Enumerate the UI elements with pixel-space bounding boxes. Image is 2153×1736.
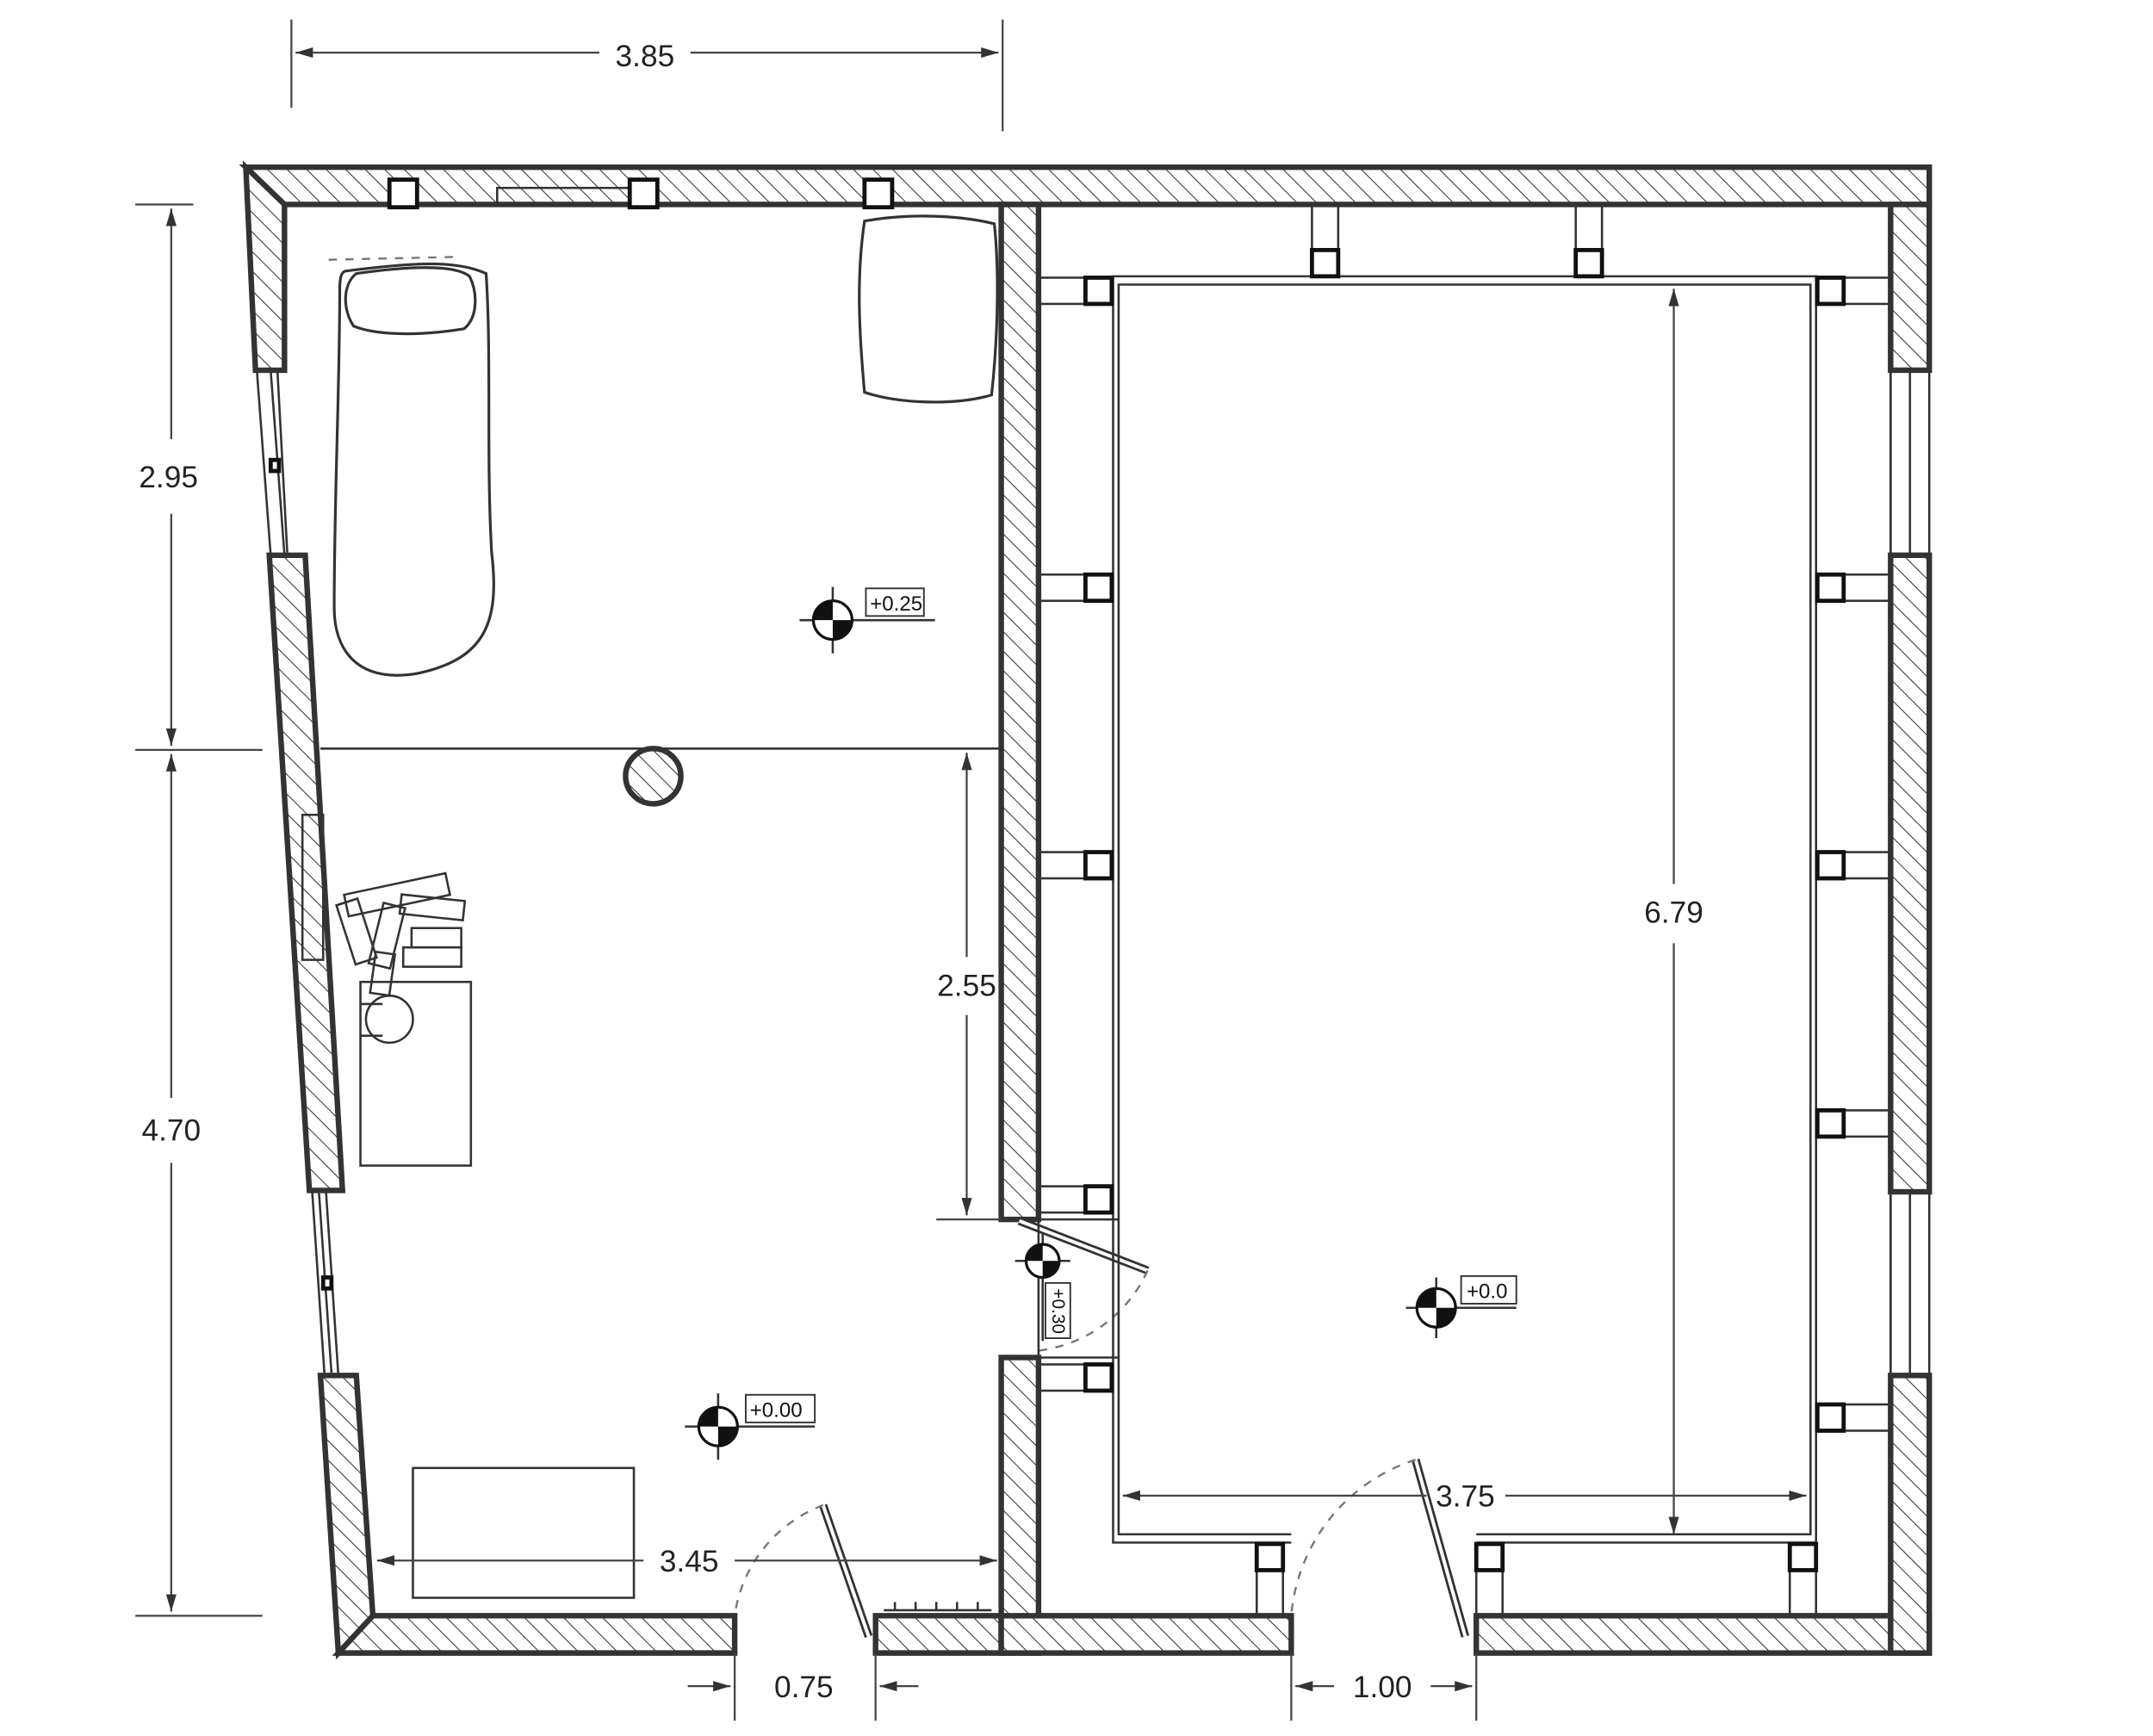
post <box>627 177 660 210</box>
level-right-text: +0.0 <box>1467 1280 1507 1304</box>
dim-inner-height-text: 2.55 <box>937 969 996 1002</box>
dim-right-height-text: 6.79 <box>1644 896 1703 929</box>
rug <box>412 1466 636 1599</box>
inner-frame-outer <box>1112 275 1818 1544</box>
door-right-swing <box>1290 1458 1417 1616</box>
level-marker-right: +0.0 <box>1405 1274 1517 1339</box>
wall-right-2 <box>1888 552 1933 1195</box>
dimension-door-right: 1.00 <box>1290 1652 1478 1721</box>
level-marker-passage: +0.30 <box>1014 1233 1071 1342</box>
wall-bottom-mid-1 <box>872 1613 1004 1656</box>
wall-bottom-mid-2 <box>998 1613 1294 1656</box>
sink <box>364 995 414 1045</box>
window-left-sash-2 <box>320 1275 334 1291</box>
wall-right-1 <box>1888 202 1933 374</box>
dimension-right-height: 6.79 <box>1644 288 1703 1534</box>
wall-right-3 <box>1888 1373 1933 1656</box>
board-stack <box>335 871 467 997</box>
dimension-top: 3.85 <box>290 19 1004 132</box>
dim-left-lower-text: 4.70 <box>142 1114 202 1148</box>
door-left-swing <box>733 1504 824 1616</box>
wall-left-3 <box>317 1373 376 1660</box>
door-passage-swing <box>1038 1269 1149 1352</box>
post <box>862 177 895 210</box>
dim-top-text: 3.85 <box>616 40 675 73</box>
level-lower-text: +0.00 <box>750 1398 803 1422</box>
wall-bottom-left <box>332 1613 738 1656</box>
beams <box>1037 203 1892 1617</box>
level-passage-text: +0.30 <box>1048 1288 1068 1334</box>
wall-niche <box>301 813 325 961</box>
dim-left-upper-text: 2.95 <box>139 461 198 494</box>
wall-middle-upper <box>998 202 1042 1223</box>
column <box>623 746 684 807</box>
level-upper-text: +0.25 <box>870 592 922 616</box>
pillow <box>344 266 477 336</box>
level-marker-lower: +0.00 <box>685 1393 816 1460</box>
level-marker-upper: +0.25 <box>799 586 935 654</box>
counter <box>359 981 473 1167</box>
radiator <box>884 1602 992 1612</box>
dimension-door-left: 0.75 <box>687 1652 919 1721</box>
dim-bottom-width-text: 3.45 <box>660 1545 719 1578</box>
armchair <box>858 214 999 404</box>
left-room <box>320 177 1002 1638</box>
wall-left-2 <box>266 552 346 1194</box>
wall-left-1 <box>242 160 288 374</box>
dimension-inner-height: 2.55 <box>936 753 1002 1221</box>
inner-frame-inner <box>1117 283 1812 1536</box>
window-left-sash-1 <box>268 457 282 474</box>
passage <box>1001 1217 1150 1359</box>
right-room <box>1037 203 1892 1638</box>
bed <box>332 262 495 677</box>
wall-middle-lower <box>998 1355 1042 1656</box>
dimension-bottom-width: 3.45 <box>376 1545 997 1578</box>
dim-right-width-text: 3.75 <box>1436 1480 1495 1514</box>
dim-door-left-text: 0.75 <box>774 1671 834 1704</box>
dimension-left: 2.95 4.70 <box>135 203 263 1617</box>
post <box>387 177 419 210</box>
wall-top <box>239 164 1933 208</box>
wall-bottom-right <box>1474 1613 1933 1656</box>
posts-right <box>1083 247 1846 1572</box>
dimension-right-width: 3.75 <box>1122 1480 1807 1514</box>
dim-door-right-text: 1.00 <box>1353 1671 1412 1704</box>
